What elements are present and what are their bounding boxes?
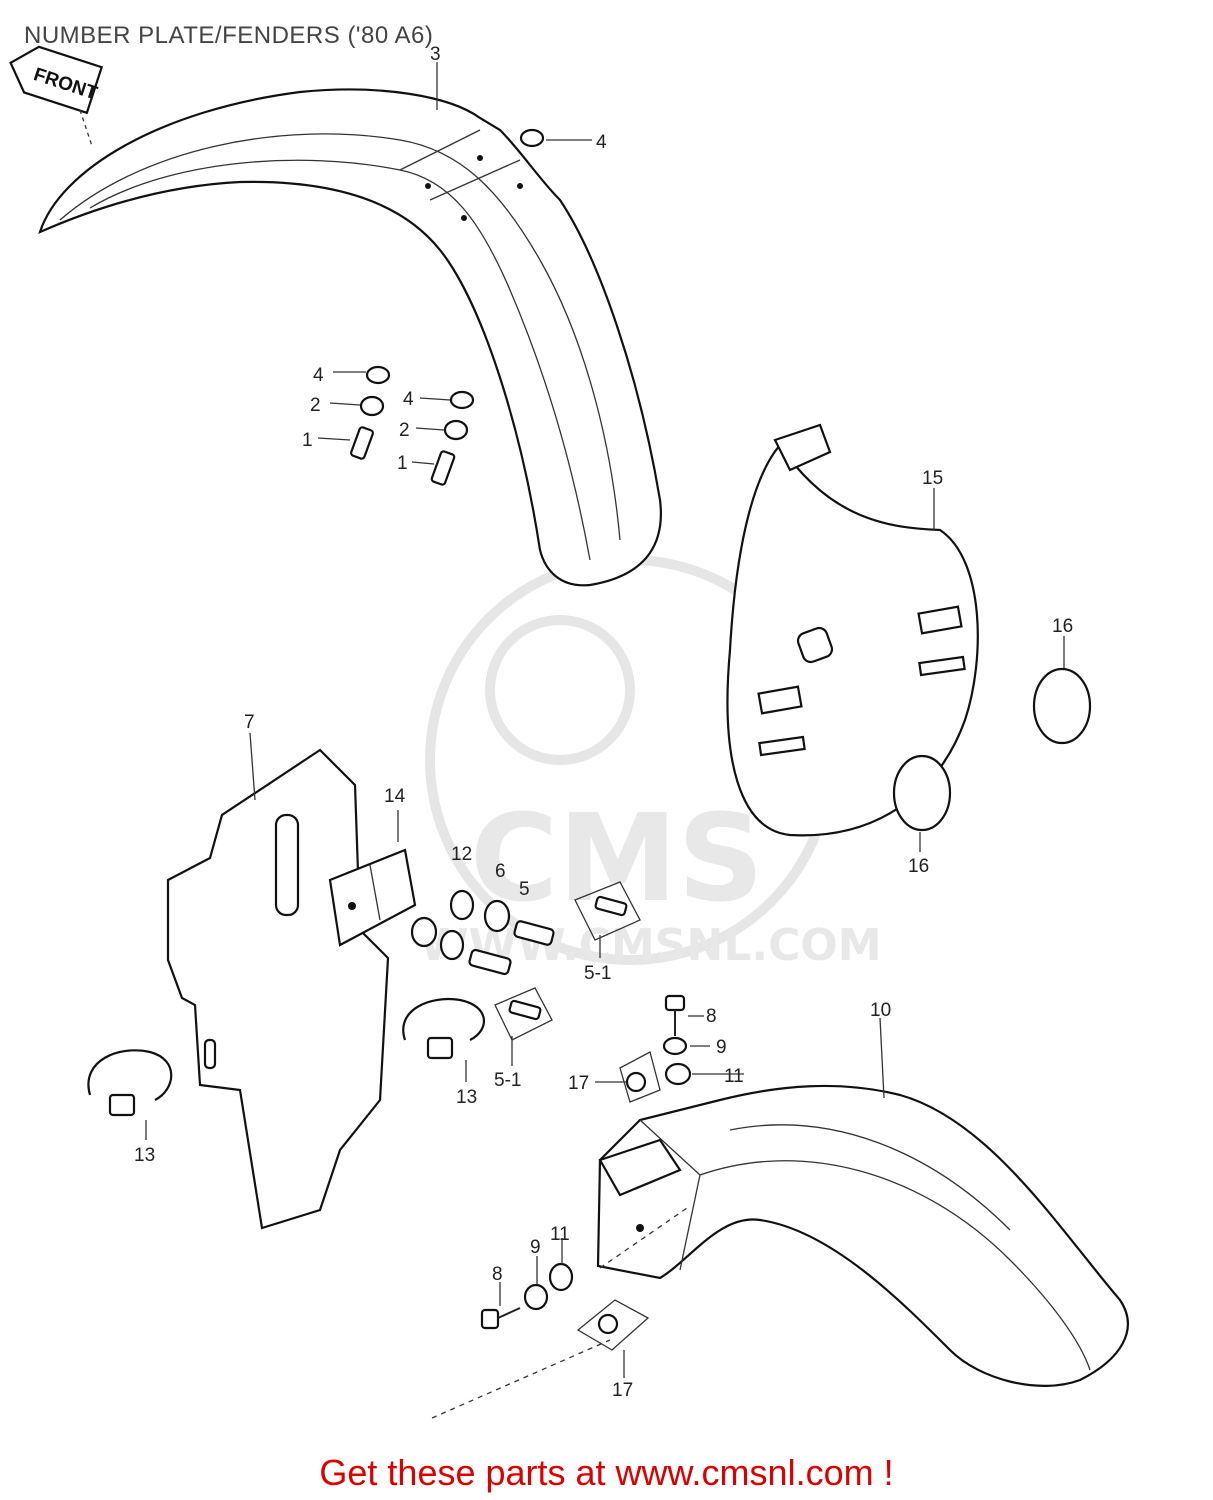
- bracket-fasteners: [410, 881, 641, 1066]
- callout-4: 4: [313, 365, 324, 386]
- rear-fender-hardware: [431, 994, 692, 1419]
- callout-11: 11: [550, 1224, 570, 1245]
- callout-5-1: 5-1: [584, 963, 611, 984]
- callout-1: 1: [302, 430, 313, 451]
- callout-7: 7: [244, 712, 255, 733]
- o-ring-upper: [1032, 667, 1092, 745]
- callout-2: 2: [310, 395, 321, 416]
- parts-exploded-diagram: CMS WWW.CMSNL.COM FRONT: [9, 44, 1129, 1419]
- callout-10: 10: [870, 1000, 891, 1021]
- page-title: NUMBER PLATE/FENDERS ('80 A6): [24, 22, 434, 49]
- callout-4: 4: [403, 389, 414, 410]
- plate-bracket: [328, 810, 417, 947]
- callout-leaders: [145, 62, 1065, 1378]
- callout-1: 1: [397, 453, 408, 474]
- callout-12: 12: [451, 844, 472, 865]
- promo-link[interactable]: Get these parts at www.cmsnl.com !: [319, 1452, 894, 1493]
- front-fender-hardware: [317, 128, 592, 486]
- callout-11: 11: [724, 1066, 744, 1087]
- callout-5-1: 5-1: [494, 1070, 521, 1091]
- callout-9: 9: [530, 1237, 541, 1258]
- callout-13: 13: [456, 1087, 477, 1108]
- callout-16: 16: [1052, 616, 1073, 637]
- callout-9: 9: [716, 1037, 727, 1058]
- callout-17: 17: [568, 1073, 589, 1094]
- front-fender: [38, 88, 662, 587]
- hose-clamp-right: [402, 998, 486, 1060]
- callout-numbers: 3 4 4 2 1 4 2 1 15 16 16 7 14 12 6 5 5-1…: [134, 44, 1073, 1401]
- callout-15: 15: [922, 468, 943, 489]
- front-direction-arrow: FRONT: [9, 45, 104, 115]
- callout-6: 6: [495, 861, 506, 882]
- callout-8: 8: [706, 1006, 717, 1027]
- rear-fender: [596, 1084, 1129, 1387]
- callout-2: 2: [399, 420, 410, 441]
- callout-5: 5: [519, 879, 530, 900]
- callout-4: 4: [596, 132, 607, 153]
- callout-13: 13: [134, 1145, 155, 1166]
- callout-3: 3: [430, 44, 441, 65]
- hose-clamp-left: [87, 1049, 173, 1117]
- callout-8: 8: [492, 1264, 503, 1285]
- callout-16: 16: [908, 856, 929, 877]
- front-arrow-leader: [79, 109, 93, 147]
- callout-14: 14: [384, 786, 406, 807]
- o-ring-lower: [892, 754, 952, 832]
- callout-17: 17: [612, 1380, 633, 1401]
- number-plate-flap: [166, 748, 390, 1230]
